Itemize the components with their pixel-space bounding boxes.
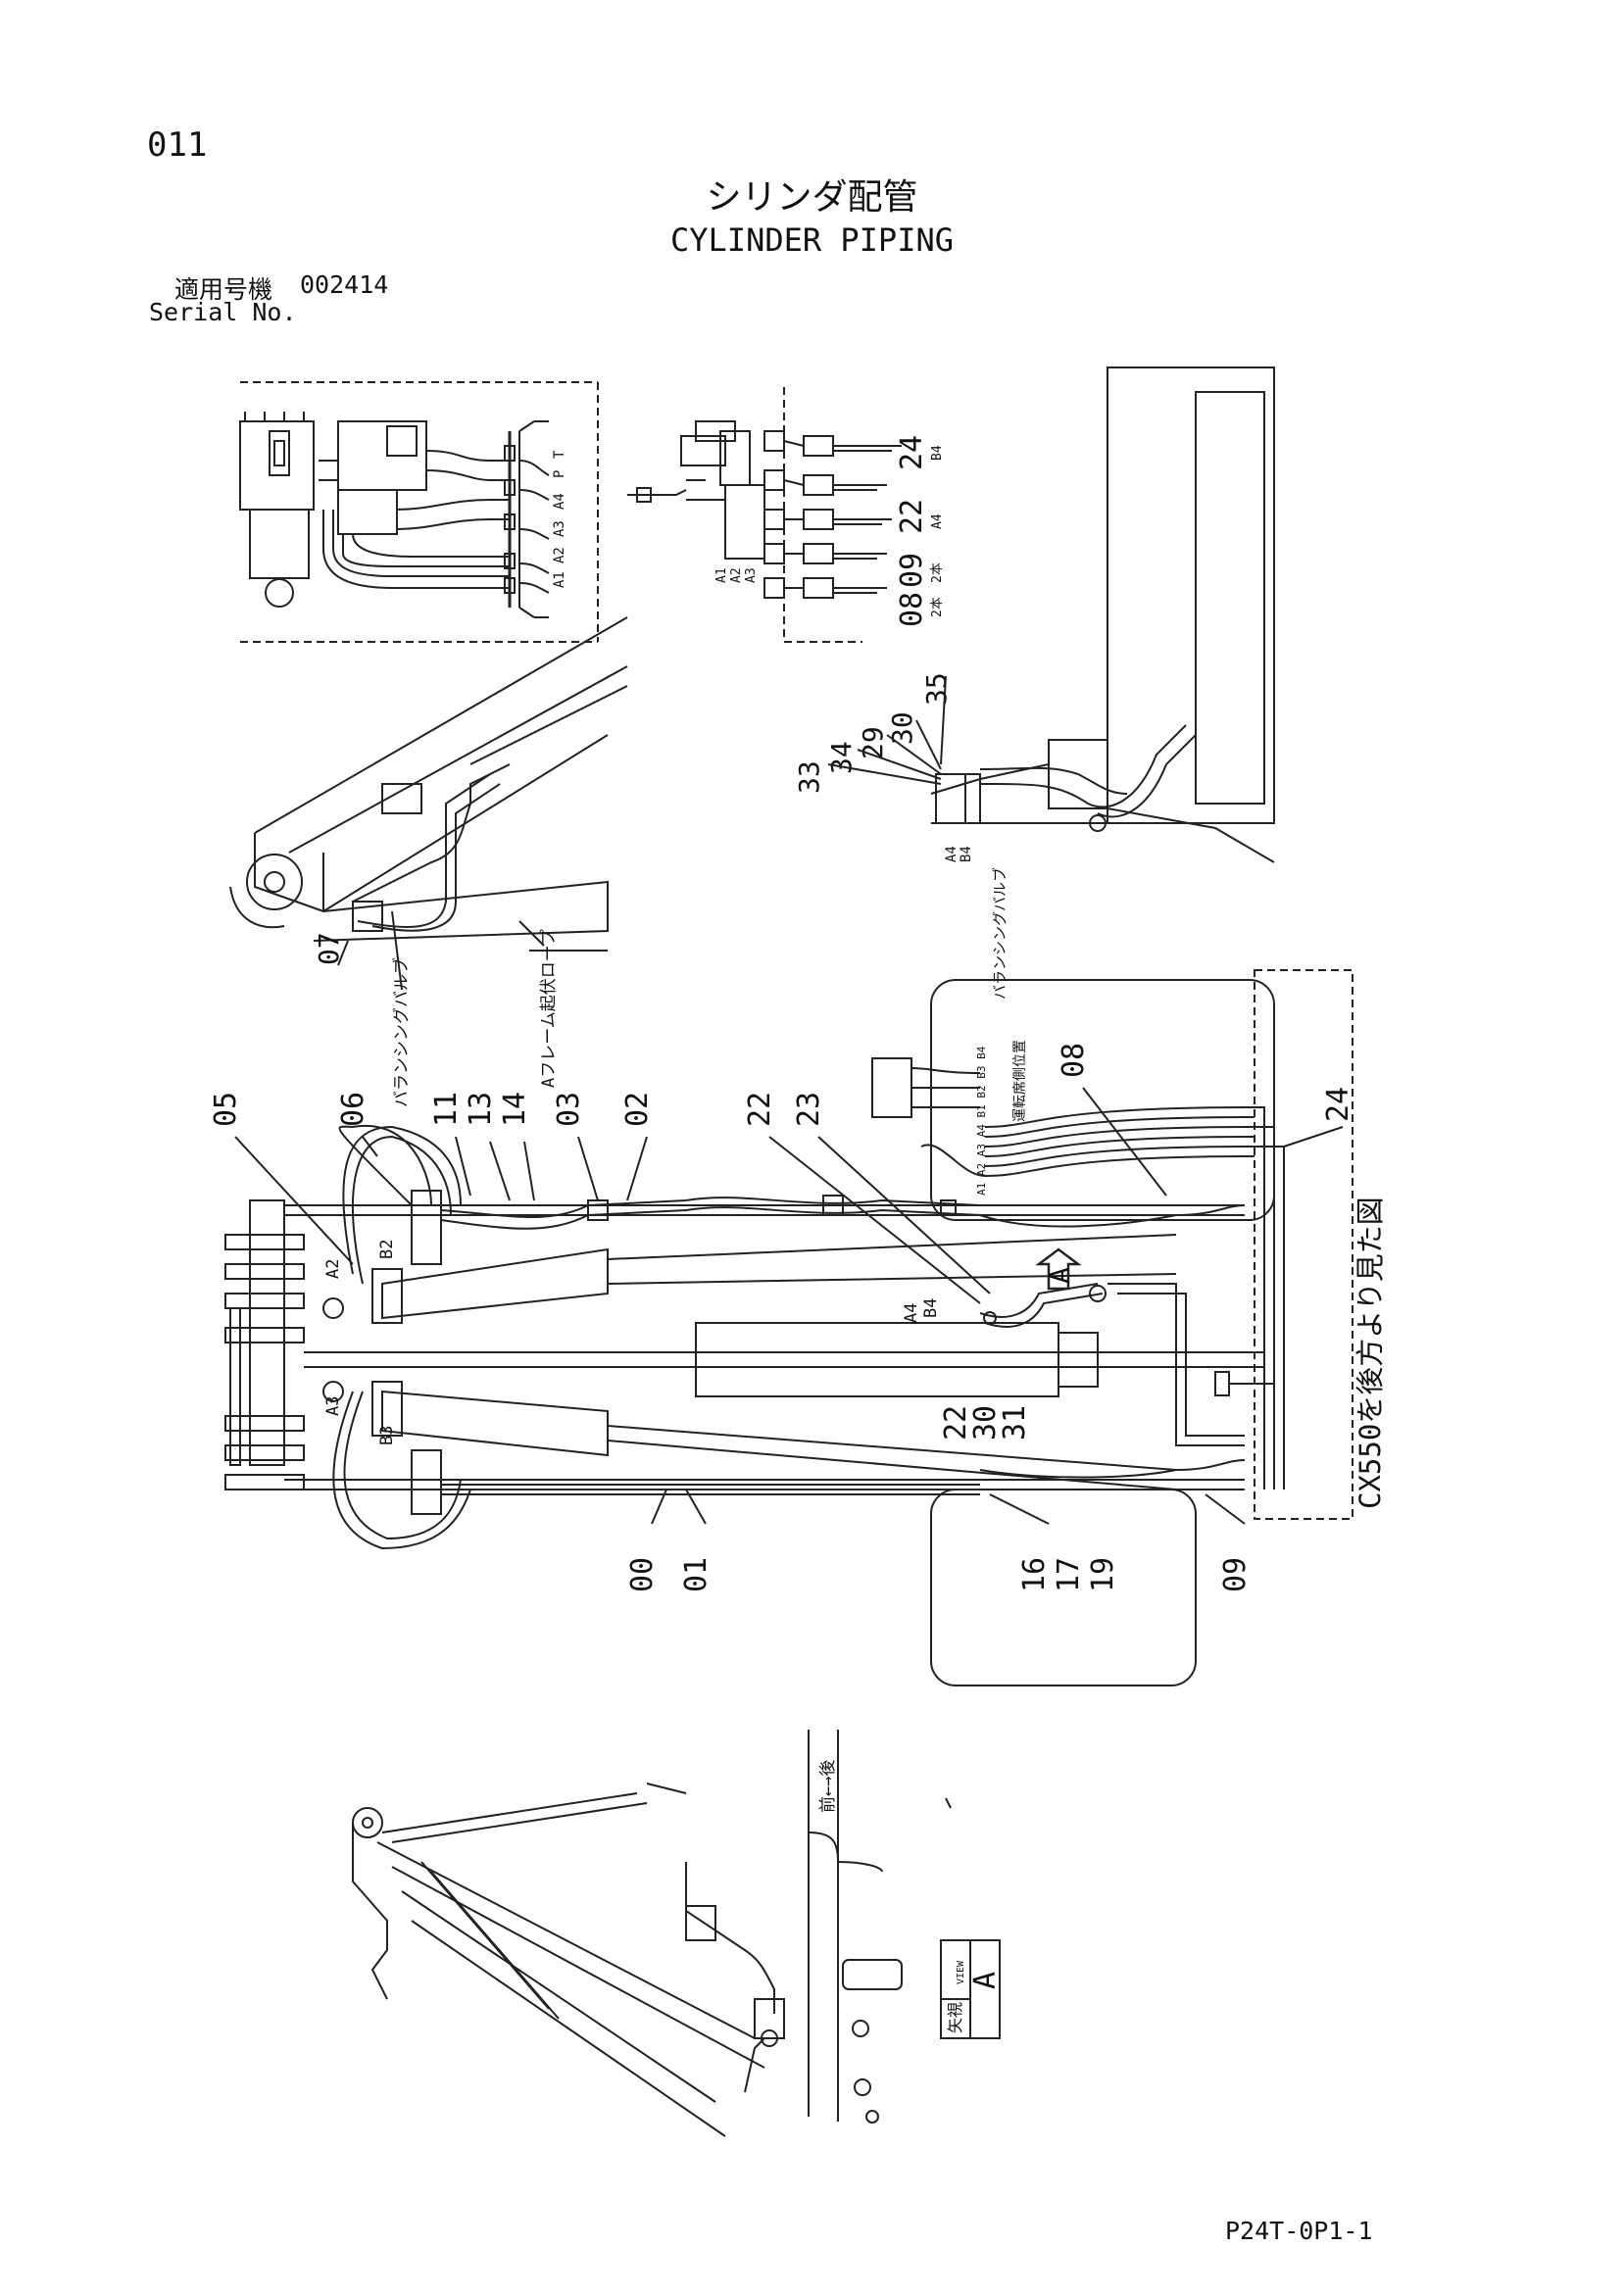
svg-text:P: P (552, 470, 567, 478)
svg-text:A4: A4 (944, 846, 960, 862)
valve-port-labels: A1 A2 A3 A4 P T (552, 450, 567, 588)
valve-block-right-detail (627, 387, 902, 643)
svg-text:Aフレーム起伏ロープ: Aフレーム起伏ロープ (539, 929, 559, 1088)
svg-text:矢視: 矢視 (946, 2002, 964, 2033)
serial-label-english: Serial No. (149, 298, 297, 326)
svg-text:13: 13 (464, 1092, 498, 1127)
svg-text:09: 09 (1218, 1557, 1253, 1592)
svg-text:19: 19 (1086, 1557, 1120, 1592)
svg-text:00: 00 (625, 1557, 660, 1592)
svg-text:05: 05 (209, 1092, 243, 1127)
svg-text:A: A (1043, 1267, 1075, 1284)
view-caption: CX550を後方より見た図 (1353, 1197, 1387, 1509)
svg-text:22: 22 (939, 1405, 973, 1441)
svg-text:T: T (552, 450, 567, 459)
boom-side-view (229, 412, 628, 952)
svg-text:23: 23 (792, 1092, 826, 1127)
svg-text:A: A (968, 1972, 1003, 1989)
main-rear-view (224, 969, 1353, 1686)
svg-text:03: 03 (552, 1092, 586, 1127)
svg-text:16: 16 (1017, 1557, 1052, 1592)
svg-text:A2: A2 (323, 1259, 343, 1279)
main-part-labels-bottom: 00 01 22 30 31 16 17 19 09 (625, 1405, 1253, 1592)
svg-text:B4: B4 (959, 846, 974, 862)
svg-text:A3: A3 (552, 520, 567, 537)
svg-text:B3: B3 (377, 1426, 397, 1445)
svg-text:06: 06 (336, 1092, 370, 1127)
svg-text:17: 17 (1052, 1557, 1086, 1592)
svg-text:A4: A4 (552, 493, 567, 510)
serial-label-japanese: 適用号機 (174, 275, 273, 304)
svg-text:08: 08 (895, 592, 929, 627)
view-a-box (940, 1939, 1001, 2039)
svg-text:A1: A1 (714, 567, 729, 583)
svg-text:A1: A1 (552, 571, 567, 588)
balancing-valve-detail (930, 366, 1275, 863)
bottom-side-view (352, 1730, 952, 2137)
svg-text:A3: A3 (323, 1396, 343, 1416)
svg-text:A2: A2 (729, 567, 744, 583)
svg-text:08: 08 (1057, 1043, 1091, 1078)
boom-labels: 07 バランシングバルブ Aフレーム起伏ロープ (313, 929, 559, 1107)
svg-text:22: 22 (895, 499, 929, 534)
page-number: 011 (147, 125, 208, 165)
svg-text:33: 33 (793, 760, 825, 794)
svg-text:24: 24 (1321, 1087, 1355, 1122)
svg-text:A3: A3 (744, 567, 759, 583)
svg-text:A2: A2 (552, 547, 567, 563)
right-valve-labels: A1 A2 A3 24 B4 22 A4 09 2本 08 2本 (714, 435, 945, 627)
svg-text:24: 24 (895, 435, 929, 470)
valve-block-left-detail (240, 381, 599, 643)
svg-text:11: 11 (429, 1092, 464, 1127)
svg-text:2本: 2本 (930, 562, 945, 583)
svg-text:A1 A2 A3 A4 B1 B2 B3 B4: A1 A2 A3 A4 B1 B2 B3 B4 (975, 1046, 988, 1196)
main-part-labels-top: 05 06 11 13 14 03 02 22 23 08 24 (209, 1043, 1355, 1127)
svg-text:バランシングバルブ: バランシングバルブ (991, 867, 1009, 1000)
svg-text:30: 30 (886, 711, 918, 745)
svg-text:B2: B2 (377, 1240, 397, 1259)
svg-text:A4: A4 (930, 513, 945, 529)
svg-text:29: 29 (857, 726, 889, 759)
svg-text:14: 14 (498, 1092, 532, 1127)
view-a-box-labels: 矢視 VIEW A 前←→後 (818, 1760, 1003, 2033)
svg-text:VIEW: VIEW (956, 1960, 966, 1984)
main-port-labels: A2 B2 A3 B3 A4 B4 A 運転席側位置 A1 A2 A3 A4 B… (323, 1040, 1075, 1445)
svg-text:運転席側位置: 運転席側位置 (1012, 1040, 1028, 1122)
svg-text:35: 35 (920, 672, 953, 706)
page-title-english: CYLINDER PIPING (670, 221, 954, 259)
svg-text:B4: B4 (921, 1298, 941, 1318)
balancing-valve-labels: 33 34 29 30 35 A4 B4 バランシングバルブ (793, 672, 1009, 1000)
svg-text:2本: 2本 (930, 597, 945, 617)
svg-text:バランシングバルブ: バランシングバルブ (391, 957, 412, 1107)
svg-text:09: 09 (895, 553, 929, 588)
svg-text:A4: A4 (902, 1303, 921, 1323)
svg-text:30: 30 (968, 1405, 1003, 1441)
svg-text:31: 31 (998, 1405, 1032, 1441)
svg-text:02: 02 (620, 1092, 655, 1127)
svg-text:B4: B4 (930, 445, 945, 461)
svg-text:前←→後: 前←→後 (818, 1760, 838, 1813)
document-code: P24T-0P1-1 (1225, 2217, 1373, 2245)
svg-text:01: 01 (679, 1557, 714, 1592)
serial-number-value: 002414 (300, 270, 389, 299)
svg-text:22: 22 (743, 1092, 777, 1127)
page-title-japanese: シリンダ配管 (706, 177, 918, 218)
